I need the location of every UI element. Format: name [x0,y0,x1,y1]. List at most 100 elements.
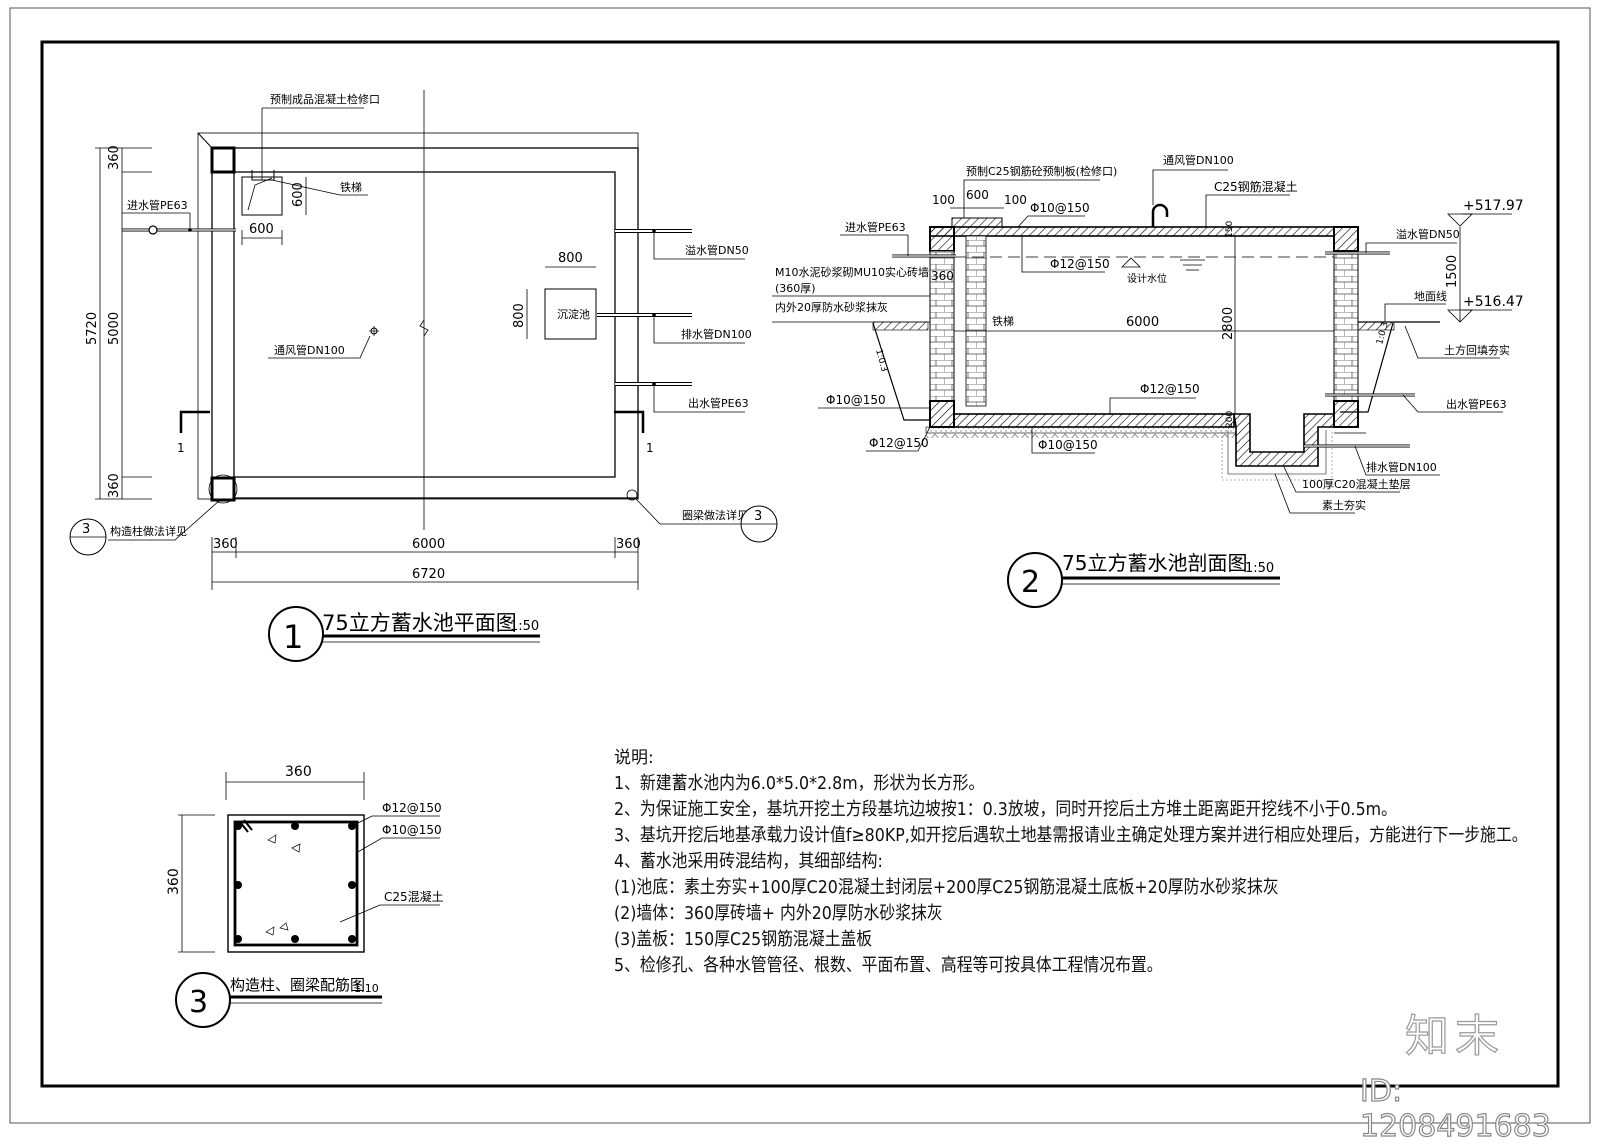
brick-wall-thk: (360厚) [775,282,816,295]
cushion-label: 100厚C20混凝土垫层 [1302,477,1411,491]
cover-slab [929,226,1335,237]
ladder-label: 铁梯 [340,181,362,194]
inspection-opening-label: 预制成品混凝土检修口 [270,92,380,106]
elevation-ground: +516.47 [1463,294,1524,310]
pit-label: 沉淀池 [557,307,590,321]
dim-pit-w: 800 [558,251,583,266]
precast-slab [951,217,1003,228]
rebar-top-label: Φ10@150 [1030,201,1090,215]
dim-1500: 1500 [1445,255,1460,288]
detail-main-bar-label: Φ12@150 [382,801,442,815]
compacted-soil-label: 素土夯实 [1322,498,1366,512]
rebar-dots [234,822,356,943]
dim-wall: 360 [931,269,954,283]
view-number-3: 3 [189,985,208,1020]
ladder [965,235,987,407]
detail-scale: 1:10 [354,982,379,995]
section-outlet-label: 出水管PE63 [1446,397,1507,411]
dim-150: 150 [1225,221,1235,238]
rebar-base-top-label: Φ12@150 [1140,382,1200,396]
inner-border [40,40,1560,1088]
detail-dim-width: 360 [285,764,312,780]
column-ref-label: 构造柱做法详见 [110,524,187,538]
section-mark-label-left: 1 [177,441,185,455]
elevation-marker-icon [1447,213,1473,227]
detail-title: 构造柱、圈梁配筋图 [230,976,365,994]
dim-100a: 100 [932,193,955,207]
elevation-marker-icon [1447,309,1473,323]
brick-wall-right [1333,250,1359,402]
dim-bottom-wall: 360 [107,473,122,498]
backfill-label: 土方回填夯实 [1444,343,1510,357]
note-item: 5、检修孔、各种水管管径、根数、平面布置、高程等可按具体工程情况布置。 [614,955,1163,976]
dim-top-wall: 360 [107,145,122,170]
ground-line-label: 地面线 [1414,289,1447,303]
brick-wall-label: M10水泥砂浆砌MU10实心砖墙 [775,265,929,279]
note-item: 4、蓄水池采用砖混结构，其细部结构: [614,851,883,872]
cover-concrete-label: C25钢筋混凝土 [1214,179,1298,194]
outlet-pipe-label: 出水管PE63 [688,396,749,410]
view-number-2: 2 [1021,565,1040,600]
plan-title: 75立方蓄水池平面图 [322,611,517,635]
dim-total-height: 5720 [85,312,100,345]
plan-view: 预制成品混凝土检修口 铁梯 600 600 进水管PE63 溢水管DN50 [69,90,778,662]
dim-inner-height: 5000 [107,312,122,345]
water-level-label: 设计水位 [1127,272,1167,285]
note-item: (2)墙体：360厚砖墙+ 内外20厚防水砂浆抹灰 [614,903,943,924]
note-item: (3)盖板：150厚C25钢筋混凝土盖板 [614,929,873,950]
notes-heading: 说明: [614,748,654,768]
precast-slab-label: 预制C25钢筋砼预制板(检修口) [966,164,1117,178]
rebar-left2-label: Φ12@150 [869,436,929,450]
section-scale: 1:50 [1245,561,1274,576]
note-item: 1、新建蓄水池内为6.0*5.0*2.8m，形状为长方形。 [614,773,985,794]
sump [1233,413,1335,467]
rebar-wall-label: Φ12@150 [1050,257,1110,271]
dim-100b: 100 [1004,193,1027,207]
overflow-pipe: 溢水管DN50 [615,229,749,260]
dim-total-width: 6720 [412,567,445,582]
column-icon [210,146,236,174]
section-dim-6000: 6000 [1126,315,1159,330]
view-number-bubble-2 [1007,552,1063,608]
section-view: 1:0.3 1:0.3 设计水位 [772,153,1524,608]
slope-left: 1:0.3 [873,348,889,373]
design-notes: 说明: 1、新建蓄水池内为6.0*5.0*2.8m，形状为长方形。 2、为保证施… [614,745,1600,979]
dim-opening-h: 600 [291,182,306,207]
base-slab [953,413,1235,428]
view-number-bubble-3 [175,972,231,1028]
note-item: (1)池底：素土夯实+100厚C20混凝土封闭层+200厚C25钢筋混凝土底板+… [614,877,1279,898]
section-vent-label: 通风管DN100 [1163,153,1234,167]
view-number-bubble-1 [268,606,324,662]
column-detail-view: 360 360 Φ12@150 Φ10@150 C25混凝土 3 构造柱、圈梁配… [166,764,444,1028]
drain-pipe-label: 排水管DN100 [681,327,752,341]
plan-scale: 1:50 [510,619,539,634]
section-inlet-label: 进水管PE63 [845,220,906,234]
section-mark-left [179,410,210,433]
detail-dim-height: 360 [166,868,182,895]
outer-border [9,7,1591,1124]
dim-left-wall: 360 [213,537,238,552]
outlet-pipe: 出水管PE63 [615,382,749,413]
valve-icon [148,225,158,235]
watermark-logo: 知末 [1404,1010,1505,1062]
dim-200: 200 [1225,411,1235,428]
dim-600: 600 [966,188,989,202]
section-overflow-pipe: 溢水管DN50 [1325,227,1460,255]
dim-inner-width: 6000 [412,537,445,552]
elevation-top: +517.97 [1463,198,1524,214]
inlet-pipe-label: 进水管PE63 [127,198,188,212]
column-icon [210,476,236,502]
detail-stirrup-label: Φ10@150 [382,823,442,837]
overflow-pipe-label: 溢水管DN50 [685,243,749,257]
dim-right-wall: 360 [616,537,641,552]
dim-pit-h: 800 [512,303,527,328]
section-drain-pipe: 排水管DN100 [1304,444,1440,476]
brick-wall-left [929,250,955,402]
view-number-1: 1 [283,618,303,656]
watermark-id: ID: 1208491683 [1359,1073,1551,1144]
plaster-label: 内外20厚防水砂浆抹灰 [775,300,888,314]
rebar-left1-label: Φ10@150 [826,393,886,407]
vent-pipe-label: 通风管DN100 [274,343,345,357]
section-ladder-label: 铁梯 [992,315,1014,328]
